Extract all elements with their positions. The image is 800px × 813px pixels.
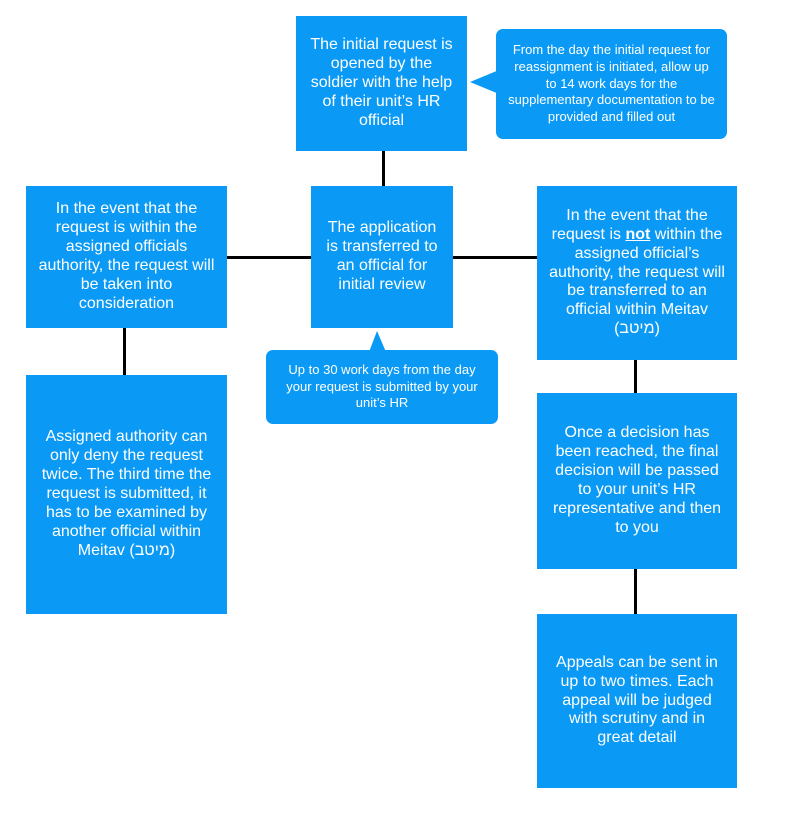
review-window-callout: Up to 30 work days from the day your req…: [266, 350, 498, 424]
not-within-authority-box: In the event that the request is not wit…: [537, 186, 737, 360]
appeals-box: Appeals can be sent in up to two times. …: [537, 614, 737, 788]
connector-not-within-to-decision: [634, 359, 637, 393]
decision-reached-box: Once a decision has been reached, the fi…: [537, 393, 737, 569]
application-transferred-text: The application is transferred to an off…: [326, 219, 438, 293]
not-emphasis: not: [625, 225, 651, 243]
appeals-text: Appeals can be sent in up to two times. …: [556, 653, 718, 747]
initial-request-text: The initial request is opened by the sol…: [310, 36, 453, 129]
connector-transfer-to-within: [227, 256, 312, 259]
within-authority-text: In the event that the request is within …: [38, 200, 215, 312]
reassignment-window-callout: From the day the initial request for rea…: [496, 29, 727, 139]
assigned-authority-deny-box: Assigned authority can only deny the req…: [26, 375, 227, 614]
decision-reached-text: Once a decision has been reached, the fi…: [552, 424, 722, 536]
connector-decision-to-appeals: [634, 568, 637, 614]
connector-initial-to-transfer: [382, 150, 385, 186]
reassignment-callout-pointer: [470, 70, 499, 94]
application-transferred-box: The application is transferred to an off…: [311, 186, 453, 328]
review-window-text: Up to 30 work days from the day your req…: [286, 361, 478, 411]
assigned-authority-deny-text: Assigned authority can only deny the req…: [41, 428, 212, 559]
review-callout-pointer: [369, 331, 386, 352]
within-authority-box: In the event that the request is within …: [26, 186, 227, 328]
connector-within-to-deny: [123, 327, 126, 375]
initial-request-box: The initial request is opened by the sol…: [296, 16, 467, 151]
connector-transfer-to-not-within: [453, 256, 537, 259]
reassignment-window-text: From the day the initial request for rea…: [508, 41, 715, 125]
not-within-text-before: In the event that the request is: [551, 206, 708, 243]
not-within-text-after: within the assigned official’s authority…: [549, 225, 725, 338]
not-within-authority-text: In the event that the request is not wit…: [549, 207, 725, 339]
